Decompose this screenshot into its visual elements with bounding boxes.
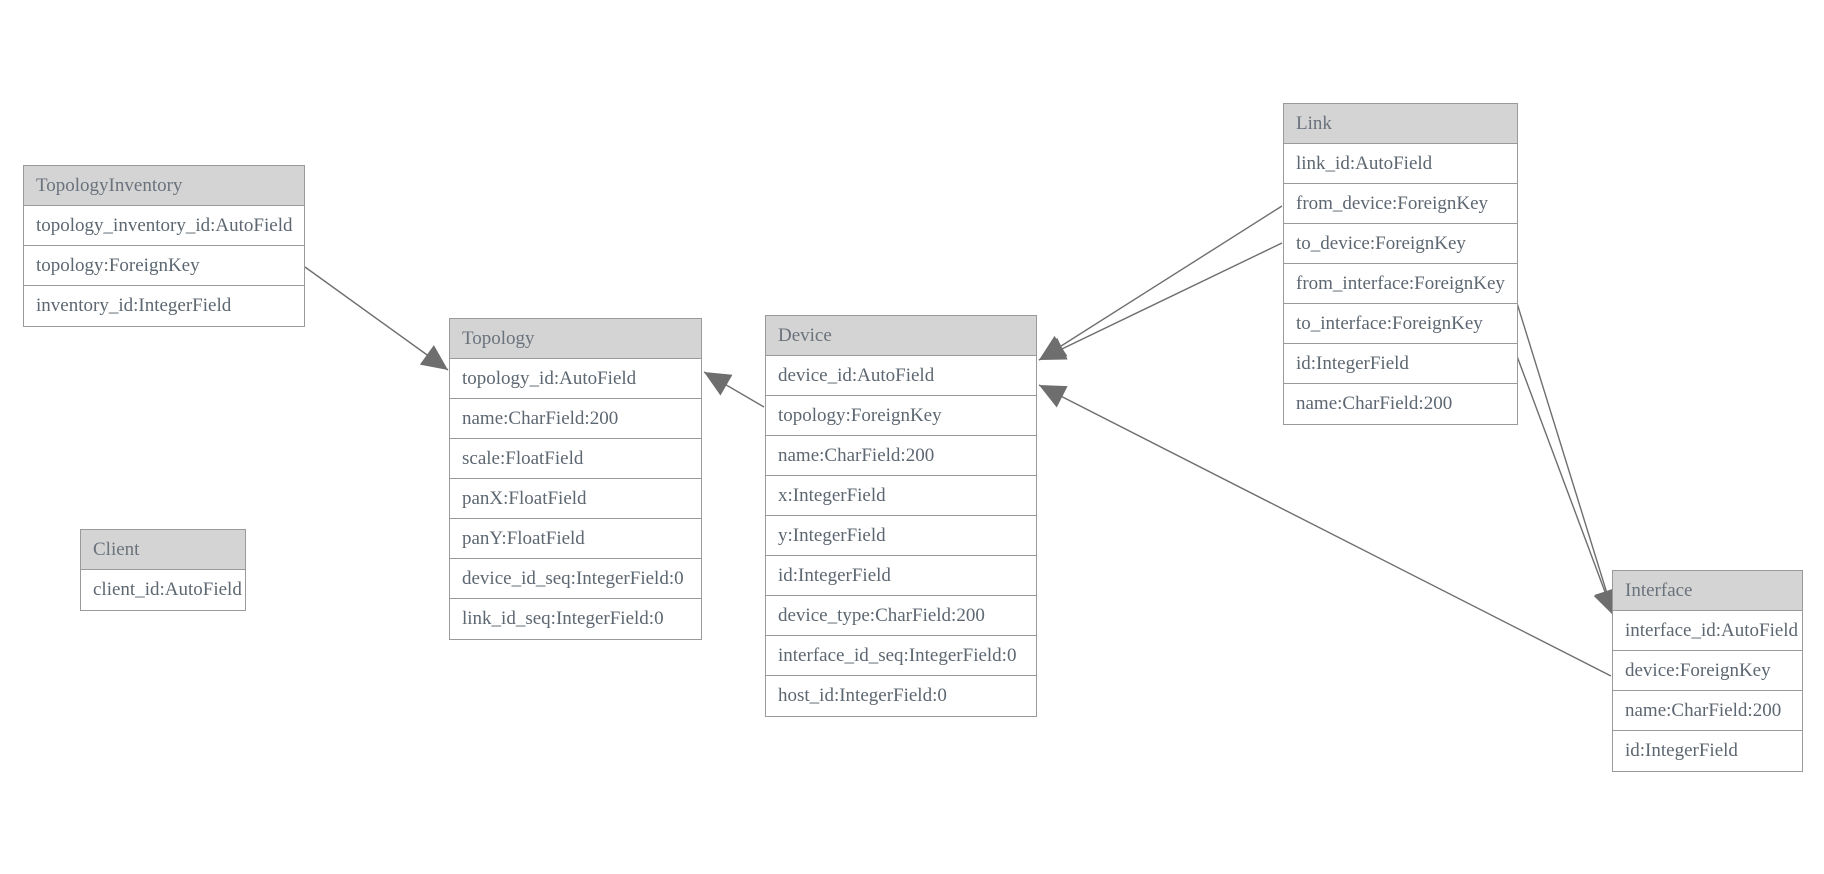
entity-title-client: Client [81, 530, 245, 570]
relation-line [1038, 384, 1612, 677]
entity-field-row[interactable]: link_id_seq:IntegerField:0 [462, 608, 664, 629]
entity-field-row[interactable]: name:CharField:200 [450, 399, 701, 439]
entity-field-row[interactable]: topology:ForeignKey [24, 246, 304, 286]
entity-field-row[interactable]: y:IntegerField [766, 516, 1036, 556]
entity-field-row[interactable]: name:CharField:200 [1613, 691, 1802, 731]
relation-edge [1511, 286, 1618, 617]
entity-field-row[interactable]: topology_id:AutoField [450, 359, 701, 399]
entity-field-row[interactable]: scale:FloatField [450, 439, 701, 479]
entity-client[interactable]: Client client_id:AutoField [80, 529, 246, 611]
entity-title-link: Link [1284, 104, 1517, 144]
entity-field-row[interactable]: host_id:IntegerField:0 [778, 685, 947, 706]
relation-line [1511, 286, 1615, 617]
relation-arrowhead [1039, 337, 1068, 360]
relation-arrowhead [1039, 335, 1068, 360]
entity-title-device: Device [766, 316, 1036, 356]
entity-field-row[interactable]: x:IntegerField [766, 476, 1036, 516]
entity-field-row[interactable]: name:CharField:200 [1296, 393, 1453, 414]
entity-field-row[interactable]: interface_id_seq:IntegerField:0 [766, 636, 1036, 676]
entity-field-row[interactable]: id:IntegerField [1625, 740, 1738, 761]
entity-field-row[interactable]: device_id_seq:IntegerField:0 [450, 559, 701, 599]
entity-field-row[interactable]: from_device:ForeignKey [1284, 184, 1517, 224]
entity-field-row[interactable]: topology_inventory_id:AutoField [24, 206, 304, 246]
relation-line [1038, 205, 1283, 361]
relation-line [304, 266, 449, 371]
entity-field-row[interactable]: to_device:ForeignKey [1284, 224, 1517, 264]
entity-field-row[interactable]: device_type:CharField:200 [766, 596, 1036, 636]
entity-field-row[interactable]: to_interface:ForeignKey [1284, 304, 1517, 344]
entity-field-row[interactable]: device:ForeignKey [1613, 651, 1802, 691]
entity-field-row[interactable]: from_interface:ForeignKey [1284, 264, 1517, 304]
entity-field-row[interactable]: name:CharField:200 [766, 436, 1036, 476]
relation-line [1038, 242, 1283, 361]
relation-edge [1504, 323, 1617, 617]
relation-line [1504, 323, 1615, 617]
entity-title-topology: Topology [450, 319, 701, 359]
relation-edge [1038, 242, 1283, 361]
entity-field-row[interactable]: panY:FloatField [450, 519, 701, 559]
relation-edge [304, 266, 449, 371]
entity-field-row[interactable]: interface_id:AutoField [1613, 611, 1802, 651]
relation-line [703, 371, 765, 408]
entity-field-row[interactable]: id:IntegerField [1284, 344, 1517, 384]
entity-field-row[interactable]: client_id:AutoField [93, 579, 242, 600]
entity-field-row[interactable]: device_id:AutoField [766, 356, 1036, 396]
relation-edge [1038, 205, 1283, 361]
relation-arrowhead [704, 372, 733, 396]
entity-title-topologyinventory: TopologyInventory [24, 166, 304, 206]
entity-field-row[interactable]: panX:FloatField [450, 479, 701, 519]
relation-edge [703, 371, 765, 408]
relation-arrowhead [1039, 385, 1068, 408]
entity-field-row[interactable]: link_id:AutoField [1284, 144, 1517, 184]
entity-field-row[interactable]: inventory_id:IntegerField [36, 295, 232, 316]
entity-field-row[interactable]: topology:ForeignKey [766, 396, 1036, 436]
entity-title-interface: Interface [1613, 571, 1802, 611]
entity-field-row[interactable]: id:IntegerField [766, 556, 1036, 596]
